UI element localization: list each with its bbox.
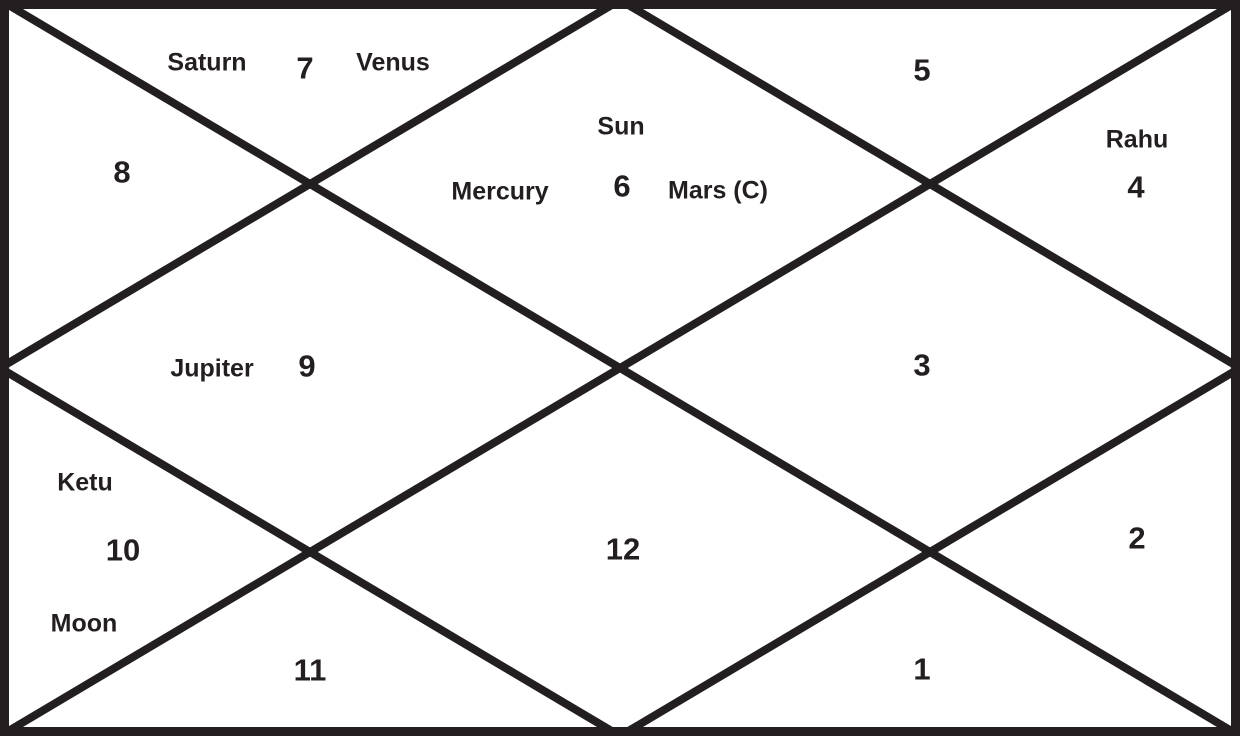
house-number-11: 11 <box>293 652 327 688</box>
planet-label-moon: Moon <box>50 609 118 638</box>
planet-label-venus: Venus <box>356 48 430 77</box>
planet-label-mars-c: Mars (C) <box>667 176 769 205</box>
planet-label-rahu: Rahu <box>1105 125 1169 154</box>
planet-label-mercury: Mercury <box>451 177 549 206</box>
house-number-1: 1 <box>913 651 931 687</box>
house-number-10: 10 <box>105 532 141 568</box>
midline-top-to-right <box>617 0 1240 372</box>
house-number-8: 8 <box>113 154 131 190</box>
midline-right-to-bottom <box>617 364 1240 736</box>
house-number-4: 4 <box>1127 169 1145 205</box>
house-number-5: 5 <box>913 52 931 88</box>
house-number-2: 2 <box>1128 520 1146 556</box>
house-number-3: 3 <box>913 347 931 383</box>
planet-label-sun: Sun <box>597 112 645 141</box>
midline-left-to-bottom <box>0 364 623 736</box>
house-number-7: 7 <box>296 50 314 86</box>
house-number-12: 12 <box>605 531 641 567</box>
planet-label-jupiter: Jupiter <box>170 354 254 383</box>
midline-top-to-left <box>0 0 623 372</box>
house-number-9: 9 <box>298 348 316 384</box>
planet-label-saturn: Saturn <box>167 48 247 77</box>
house-number-6: 6 <box>613 168 631 204</box>
planet-label-ketu: Ketu <box>57 468 113 497</box>
